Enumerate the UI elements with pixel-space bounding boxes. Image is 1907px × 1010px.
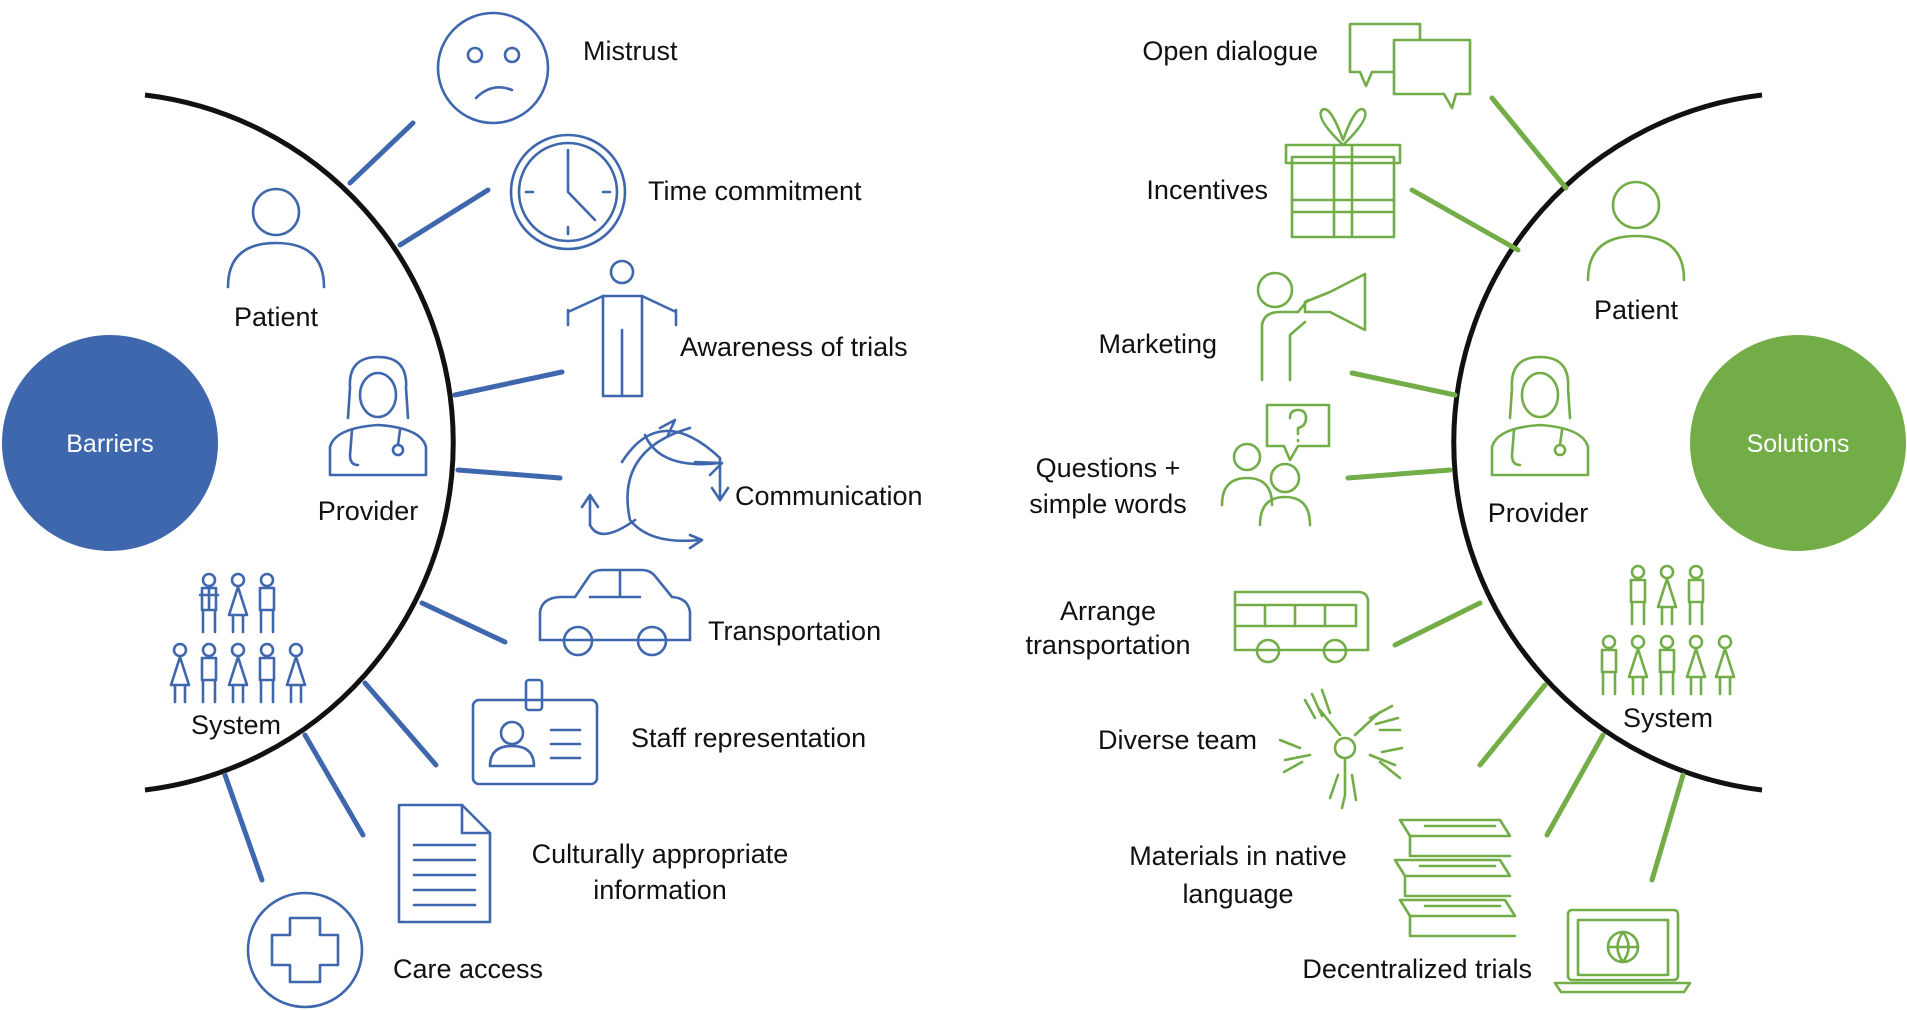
person-figure bbox=[227, 572, 249, 634]
barriers-side: Barriers Patient Provider bbox=[2, 11, 923, 1009]
person-figure bbox=[1629, 564, 1647, 626]
confused-person-icon bbox=[566, 259, 678, 398]
person-figure bbox=[1714, 634, 1736, 696]
solutions-level-provider: Provider bbox=[1488, 498, 1589, 528]
person-figure bbox=[200, 642, 218, 704]
connector-culturally-appropriate bbox=[302, 732, 366, 838]
barriers-title: Barriers bbox=[66, 430, 154, 458]
person-figure bbox=[1685, 634, 1707, 696]
solutions-side: Solutions Patient Provider bbox=[1025, 22, 1906, 994]
solution-label-decentralized-trials: Decentralized trials bbox=[1302, 954, 1532, 984]
solutions-level-system: System bbox=[1623, 703, 1713, 733]
barrier-label-time-commitment: Time commitment bbox=[648, 176, 862, 206]
connector-open-dialogue bbox=[1489, 95, 1569, 191]
barriers-level-system: System bbox=[191, 710, 281, 740]
patient-icon bbox=[1586, 180, 1686, 282]
connector-marketing bbox=[1349, 370, 1458, 398]
question-bubble-people-icon bbox=[1220, 403, 1331, 527]
solution-label-questions-line2: simple words bbox=[1029, 489, 1187, 519]
barrier-label-awareness: Awareness of trials bbox=[680, 332, 908, 362]
person-figure bbox=[285, 642, 307, 704]
person-figure bbox=[1627, 634, 1649, 696]
barrier-label-culturally-appropriate-line1: Culturally appropriate bbox=[532, 839, 789, 869]
car-icon bbox=[538, 568, 692, 657]
solutions-level-patient: Patient bbox=[1594, 295, 1679, 325]
barrier-label-transportation: Transportation bbox=[708, 616, 881, 646]
person-figure bbox=[1600, 634, 1618, 696]
sad-face-icon bbox=[436, 11, 550, 125]
person-figure bbox=[258, 572, 276, 634]
connector-staff-representation bbox=[362, 680, 439, 768]
solution-label-marketing: Marketing bbox=[1098, 329, 1217, 359]
connector-mistrust bbox=[347, 120, 416, 186]
speech-bubbles-icon bbox=[1348, 22, 1472, 110]
provider-icon bbox=[1490, 355, 1590, 477]
system-people-icon bbox=[169, 572, 307, 704]
person-figure bbox=[227, 642, 249, 704]
barrier-label-communication: Communication bbox=[735, 481, 923, 511]
solution-label-open-dialogue: Open dialogue bbox=[1142, 36, 1318, 66]
person-figure bbox=[258, 642, 276, 704]
connector-care-access bbox=[222, 772, 265, 883]
barrier-label-staff-representation: Staff representation bbox=[631, 723, 866, 753]
barriers-circle bbox=[2, 335, 218, 551]
clock-icon bbox=[509, 133, 627, 251]
system-people-icon bbox=[1600, 564, 1736, 696]
person-figure bbox=[1656, 564, 1678, 626]
barrier-label-care-access: Care access bbox=[393, 954, 543, 984]
barrier-label-culturally-appropriate-line2: information bbox=[593, 875, 727, 905]
connector-arrange-transportation bbox=[1392, 600, 1483, 648]
crossing-arrows-icon bbox=[580, 418, 730, 550]
connector-awareness bbox=[452, 369, 565, 398]
connector-transportation bbox=[419, 600, 508, 645]
megaphone-person-icon bbox=[1256, 271, 1367, 382]
gift-icon bbox=[1284, 107, 1402, 239]
books-icon bbox=[1393, 818, 1517, 938]
person-figure bbox=[169, 642, 191, 704]
joined-hands-icon bbox=[1278, 688, 1404, 810]
solutions-arc bbox=[1451, 92, 1763, 793]
id-badge-icon bbox=[471, 678, 599, 786]
barriers-level-patient: Patient bbox=[234, 302, 319, 332]
connector-incentives bbox=[1409, 187, 1521, 253]
connector-decentralized bbox=[1649, 772, 1686, 883]
bus-icon bbox=[1233, 590, 1370, 664]
barriers-arc bbox=[144, 92, 456, 793]
connector-diverse-team bbox=[1477, 682, 1548, 768]
connector-materials bbox=[1544, 732, 1606, 838]
solution-label-materials-line2: language bbox=[1182, 879, 1293, 909]
connector-questions bbox=[1345, 467, 1453, 481]
solution-label-incentives: Incentives bbox=[1146, 175, 1268, 205]
solution-label-materials-line1: Materials in native bbox=[1129, 841, 1347, 871]
solution-label-diverse-team: Diverse team bbox=[1098, 725, 1257, 755]
document-icon bbox=[397, 803, 492, 924]
barriers-level-provider: Provider bbox=[318, 496, 419, 526]
barrier-label-mistrust: Mistrust bbox=[583, 36, 678, 66]
person-figure bbox=[1687, 564, 1705, 626]
solution-label-arrange-transportation-line2: transportation bbox=[1025, 630, 1190, 660]
person-figure bbox=[198, 572, 220, 634]
solutions-title: Solutions bbox=[1747, 430, 1850, 458]
medical-cross-icon bbox=[246, 891, 364, 1009]
solution-label-arrange-transportation-line1: Arrange bbox=[1060, 596, 1156, 626]
connector-communication bbox=[455, 467, 563, 481]
laptop-globe-icon bbox=[1553, 908, 1692, 994]
patient-icon bbox=[226, 187, 326, 289]
solution-label-questions-line1: Questions + bbox=[1036, 453, 1181, 483]
provider-icon bbox=[328, 355, 428, 477]
person-figure bbox=[1658, 634, 1676, 696]
connector-time-commitment bbox=[397, 187, 491, 248]
solutions-circle bbox=[1690, 335, 1906, 551]
